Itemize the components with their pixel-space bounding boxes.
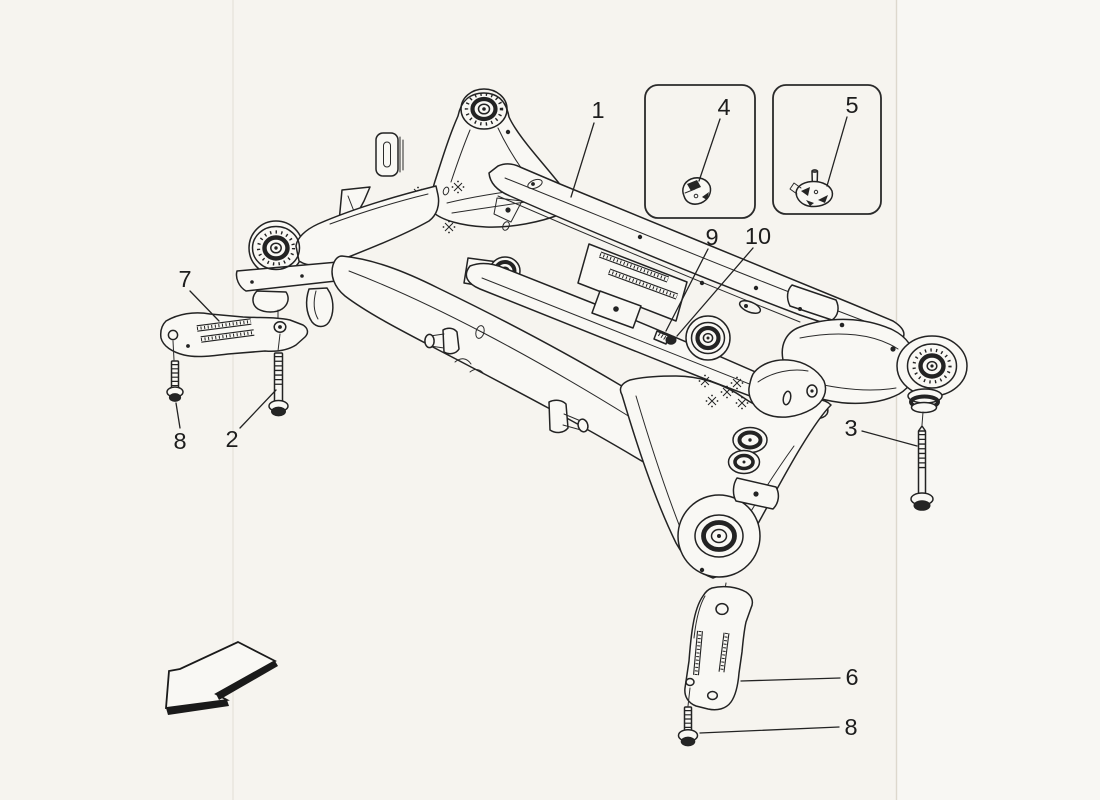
bracket-7 <box>160 312 309 358</box>
lower-bushing <box>694 514 744 558</box>
rear-subframe-drawing <box>160 88 968 747</box>
callout-8-left-label: 8 <box>173 428 186 454</box>
callout-5-label: 5 <box>845 92 858 118</box>
fastener-clip-4 <box>682 177 712 205</box>
callout-1-label: 1 <box>591 97 604 123</box>
callouts: 1 2 3 4 5 6 7 8 <box>173 92 918 740</box>
left-mount-bumpstop <box>252 290 289 313</box>
inset-box-5 <box>772 84 882 215</box>
panel-slot-2 <box>606 268 680 300</box>
callout-6: 6 <box>740 664 859 690</box>
inset-box-4 <box>644 84 756 219</box>
right-bushing-washer <box>907 388 943 414</box>
callout-9: 9 <box>665 224 719 332</box>
v-member <box>619 359 832 579</box>
bracket7-slot-2 <box>198 329 257 343</box>
left-mount-tab <box>305 287 334 328</box>
mount-stud-left <box>424 327 460 355</box>
callout-8-bottom: 8 <box>699 714 858 740</box>
callout-3: 3 <box>844 415 918 447</box>
callout-7-label: 7 <box>178 266 191 292</box>
top-bushing <box>460 88 508 130</box>
callout-9-label: 9 <box>705 224 718 250</box>
callout-10: 10 <box>676 223 771 337</box>
right-bushing <box>906 343 958 389</box>
callout-7: 7 <box>178 266 220 322</box>
mid-bushing <box>685 315 731 361</box>
lower-arm <box>331 255 683 470</box>
top-left-tab-plate <box>375 132 404 177</box>
callout-8-bottom-label: 8 <box>844 714 857 740</box>
stud-9-10 <box>653 330 677 345</box>
detail-panel <box>577 243 688 345</box>
callout-4: 4 <box>698 94 731 182</box>
callout-10-label: 10 <box>745 223 771 249</box>
mount-stud-right <box>548 399 589 434</box>
callout-5: 5 <box>826 92 859 187</box>
stacked-bushings <box>727 426 768 475</box>
callout-4-label: 4 <box>717 94 730 120</box>
callout-1: 1 <box>570 97 605 198</box>
left-bushing <box>251 225 301 271</box>
callout-2-label: 2 <box>225 426 238 452</box>
callout-8-left: 8 <box>173 402 187 454</box>
fin-bracket <box>748 359 827 418</box>
bracket-6 <box>684 582 754 711</box>
callout-2: 2 <box>225 389 277 452</box>
callout-3-label: 3 <box>844 415 857 441</box>
screw-8-left <box>166 340 184 402</box>
bracket6-slot-2 <box>718 631 730 674</box>
fastener-clip-5 <box>789 169 834 208</box>
bracket6-slot-1 <box>693 629 703 677</box>
bolt-2 <box>268 333 289 417</box>
screw-8-bottom <box>677 687 699 747</box>
direction-arrow-icon <box>165 640 278 715</box>
panel-slot-1 <box>597 251 671 283</box>
callout-6-label: 6 <box>845 664 858 690</box>
right-arm <box>781 318 968 511</box>
bracket7-slot-1 <box>194 318 254 332</box>
bolt-3 <box>910 411 934 511</box>
